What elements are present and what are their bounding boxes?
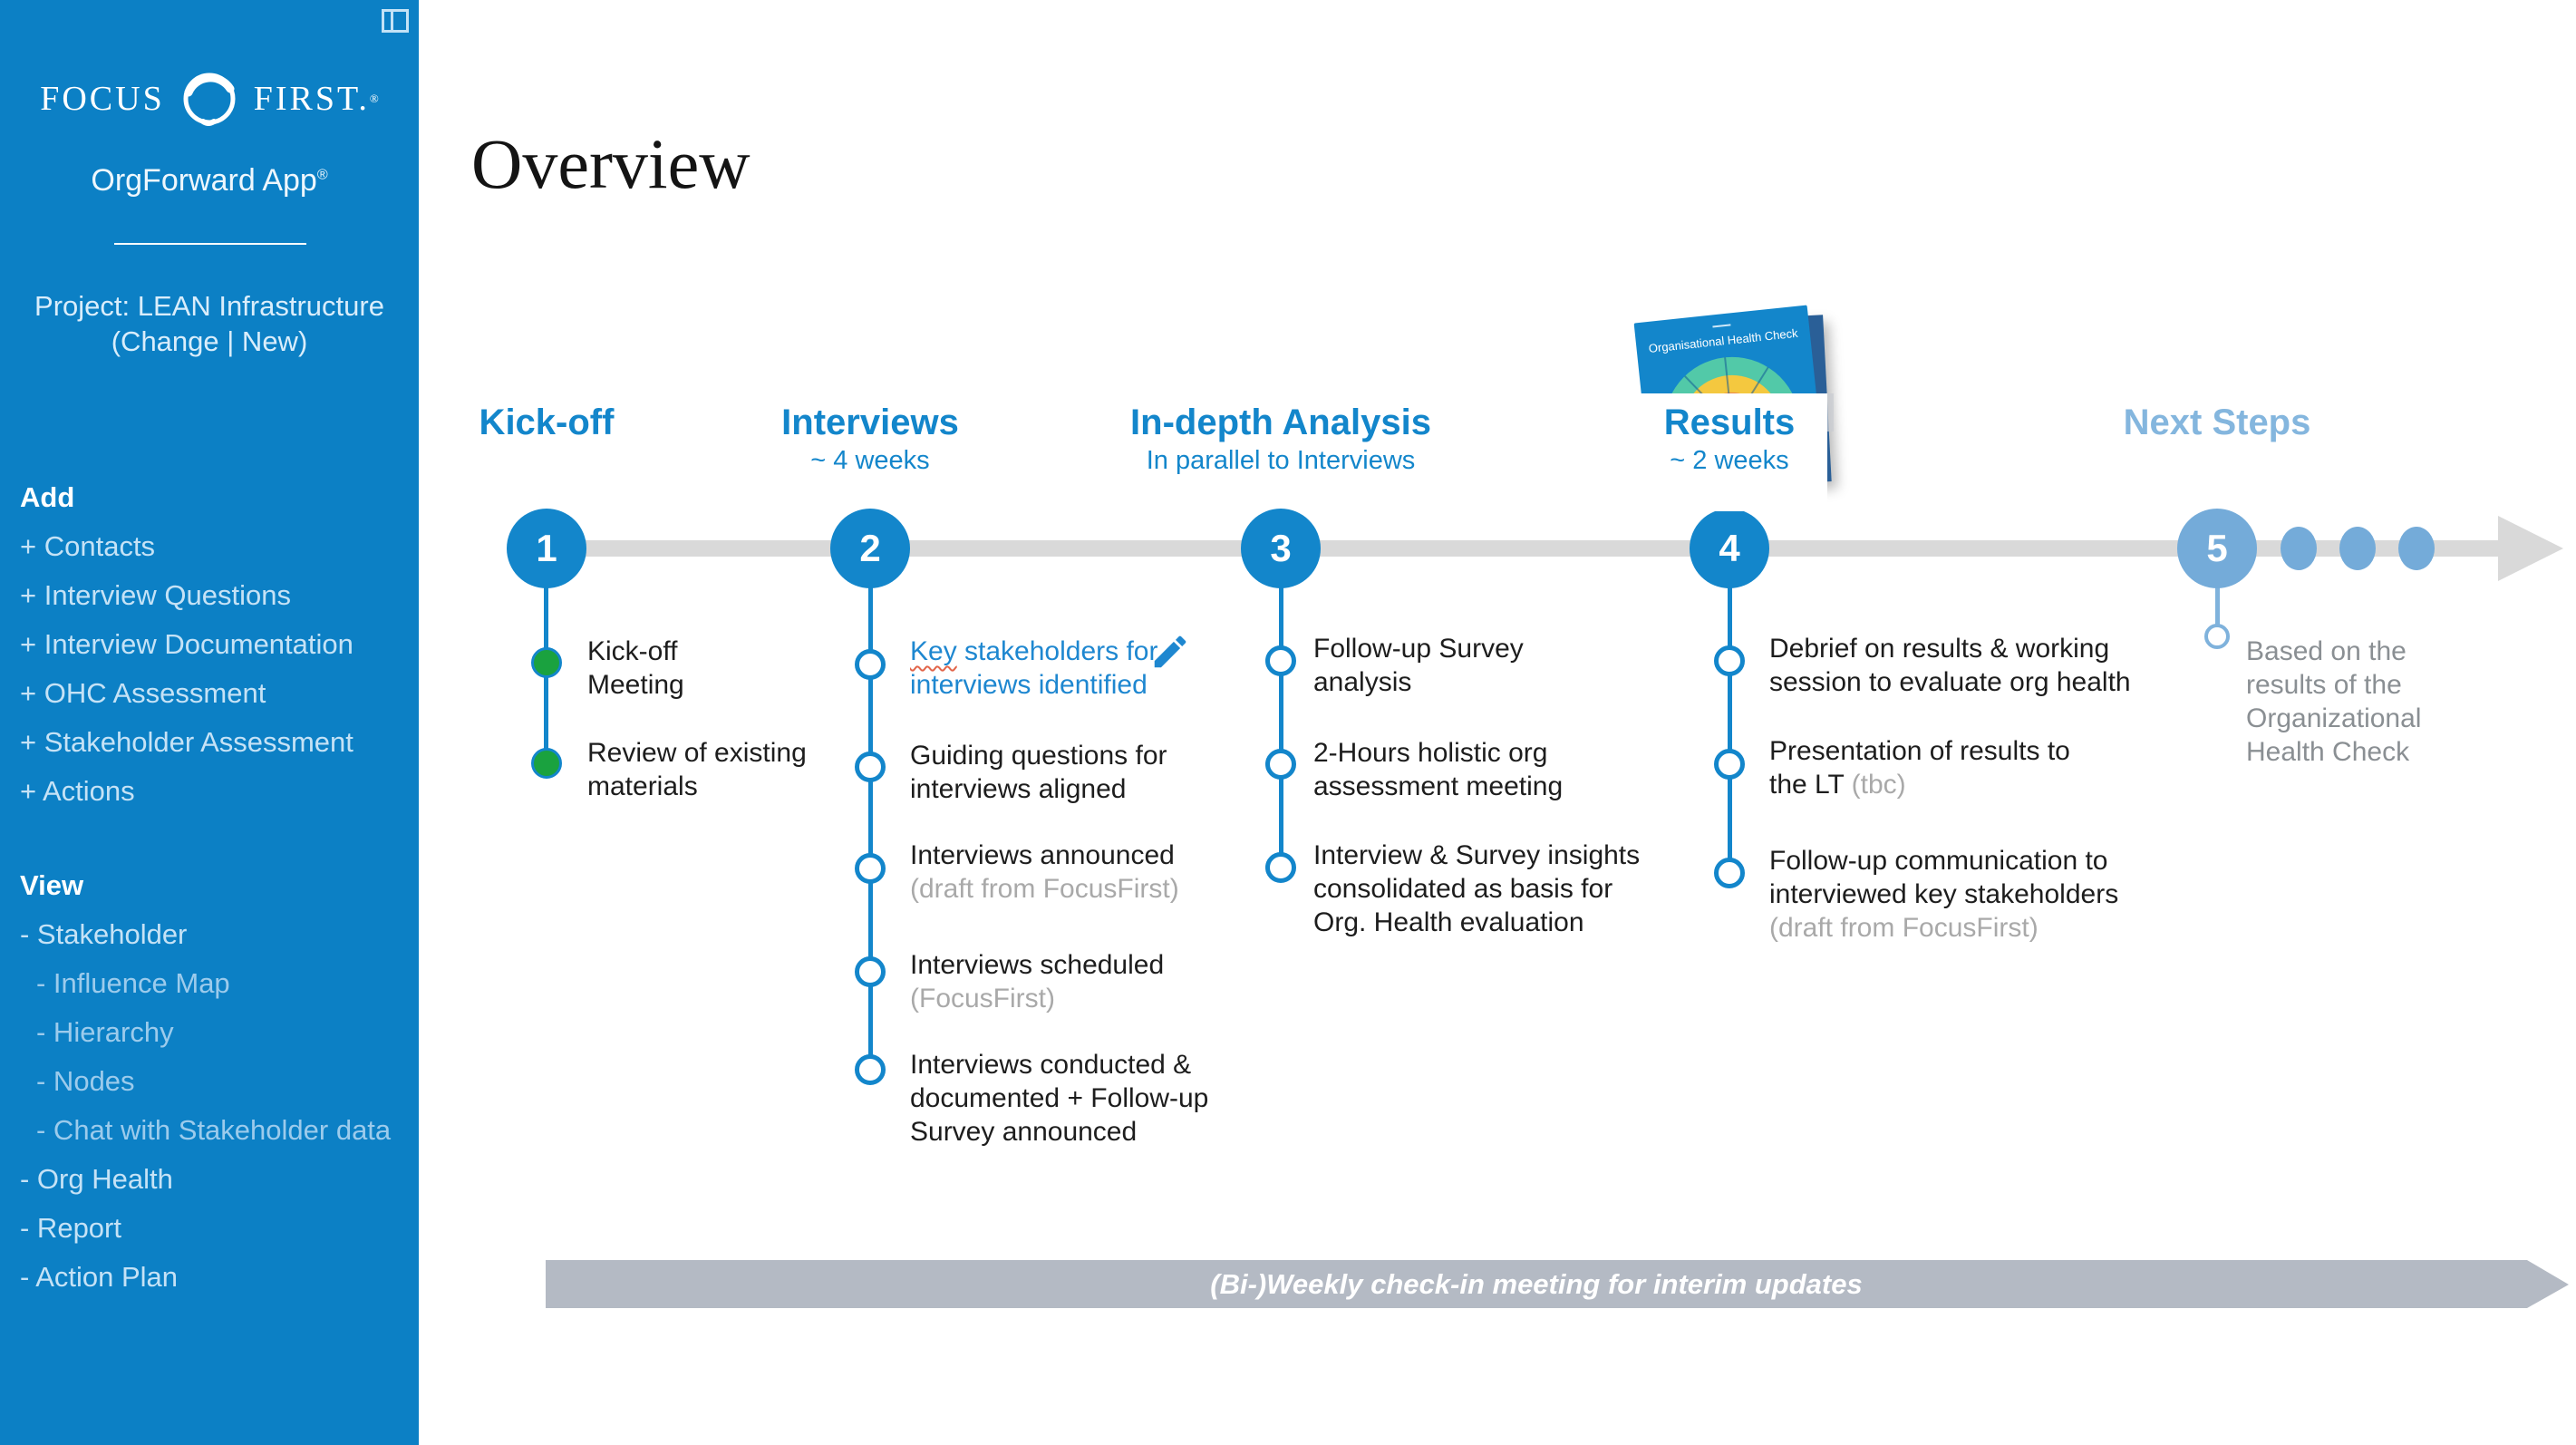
connector-line-interviews	[868, 587, 873, 1070]
sidebar-item-report[interactable]: - Report	[20, 1212, 121, 1244]
task-status-dot-open[interactable]	[1714, 858, 1745, 888]
brush-circle-icon	[183, 73, 236, 126]
timeline-node-5[interactable]: 5	[2177, 509, 2257, 588]
app-name: OrgForward App®	[91, 163, 328, 198]
task-interviews-scheduled: Interviews scheduled(FocusFirst)	[910, 950, 1165, 1013]
sidebar-item-stakeholder[interactable]: - Stakeholder	[20, 918, 188, 950]
focus-first-logo: FOCUS FIRST. ®	[0, 65, 419, 132]
sidebar-toggle-icon[interactable]	[382, 9, 409, 33]
task-based-on-ohc-results: Based on the results of the Organization…	[2246, 636, 2422, 767]
timeline-node-3[interactable]: 3	[1241, 509, 1321, 588]
pencil-icon[interactable]	[1149, 631, 1191, 673]
nav-heading-add: Add	[20, 481, 75, 513]
checkin-banner: (Bi-)Weekly check-in meeting for interim…	[546, 1260, 2527, 1308]
timeline-node-2[interactable]: 2	[830, 509, 910, 588]
task-status-dot-open[interactable]	[855, 956, 886, 987]
task-status-dot-open-light[interactable]	[2204, 624, 2230, 649]
nav-section-add: Add + Contacts + Interview Questions + I…	[20, 473, 412, 816]
task-status-dot-done[interactable]	[531, 748, 562, 779]
checkin-banner-text: (Bi-)Weekly check-in meeting for interim…	[1210, 1267, 1863, 1300]
logo-word-first: FIRST.	[253, 80, 370, 118]
ohc-card-logo-mark	[1712, 324, 1731, 328]
sidebar: FOCUS FIRST. ® OrgForward App® Project: …	[0, 0, 419, 1445]
timeline-node-1[interactable]: 1	[507, 509, 586, 588]
timeline-node-4[interactable]: 4	[1690, 509, 1769, 588]
ohc-card-shadow	[1827, 393, 1834, 432]
timeline-bar	[546, 540, 2500, 557]
task-review-materials: Review of existing materials	[587, 738, 807, 801]
task-status-dot-done[interactable]	[531, 647, 562, 678]
task-followup-communication: Follow-up communication to interviewed k…	[1769, 846, 2119, 943]
nav-section-view: View - Stakeholder - Influence Map - Hie…	[20, 861, 412, 1302]
connector-line-results	[1728, 587, 1732, 873]
timeline-future-dot	[2281, 527, 2317, 570]
connector-line-analysis	[1279, 587, 1283, 868]
sidebar-item-org-health[interactable]: - Org Health	[20, 1163, 173, 1195]
project-label[interactable]: Project: LEAN Infrastructure (Change | N…	[34, 290, 384, 357]
sidebar-item-chat-with-stakeholder-data[interactable]: - Chat with Stakeholder data	[36, 1114, 392, 1146]
logo-registered-mark: ®	[369, 92, 379, 105]
sidebar-item-actions[interactable]: + Actions	[20, 775, 135, 807]
results-title-backdrop	[1637, 393, 1827, 511]
ohc-card-title: Organisational Health Check	[1648, 325, 1799, 355]
sidebar-item-action-plan[interactable]: - Action Plan	[20, 1261, 179, 1293]
sidebar-item-influence-map[interactable]: - Influence Map	[36, 967, 230, 999]
sidebar-item-interview-questions[interactable]: + Interview Questions	[20, 579, 291, 611]
task-holistic-org-assessment: 2-Hours holistic org assessment meeting	[1313, 738, 1564, 801]
task-status-dot-open[interactable]	[855, 853, 886, 884]
task-followup-survey-analysis: Follow-up Survey analysis	[1313, 634, 1524, 697]
sidebar-item-stakeholder-assessment[interactable]: + Stakeholder Assessment	[20, 726, 353, 758]
sidebar-item-interview-documentation[interactable]: + Interview Documentation	[20, 628, 353, 660]
task-status-dot-open[interactable]	[1265, 645, 1296, 676]
task-status-dot-open[interactable]	[855, 649, 886, 680]
phase-title-results: Results	[1663, 402, 1796, 442]
task-status-dot-open[interactable]	[1265, 749, 1296, 780]
task-status-dot-open[interactable]	[855, 1054, 886, 1085]
task-insights-consolidated: Interview & Survey insights consolidated…	[1313, 840, 1641, 937]
task-interviews-announced: Interviews announced(draft from FocusFir…	[910, 840, 1179, 904]
task-key-stakeholders-link[interactable]: Key stakeholders for interviews identifi…	[910, 636, 1158, 700]
logo-word-focus: FOCUS	[40, 80, 165, 118]
phase-subtitle-in-depth-analysis: In parallel to Interviews	[1146, 446, 1416, 475]
task-guiding-questions: Guiding questions for interviews aligned	[910, 741, 1167, 804]
timeline-future-dot	[2398, 527, 2435, 570]
task-kickoff-meeting: Kick-off Meeting	[587, 636, 684, 700]
task-presentation-to-lt: Presentation of results to the LT (tbc)	[1769, 736, 2070, 800]
timeline-arrowhead-icon	[2498, 516, 2563, 581]
sidebar-divider	[114, 243, 306, 245]
checkin-banner-arrow-icon	[2527, 1260, 2569, 1308]
task-debrief-results: Debrief on results & working session to …	[1769, 634, 2131, 697]
sidebar-item-nodes[interactable]: - Nodes	[36, 1065, 135, 1097]
phase-subtitle-interviews: ~ 4 weeks	[810, 446, 930, 475]
phase-subtitle-results: ~ 2 weeks	[1670, 446, 1789, 475]
task-status-dot-open[interactable]	[855, 752, 886, 782]
sidebar-item-ohc-assessment[interactable]: + OHC Assessment	[20, 677, 266, 709]
page-title: Overview	[471, 124, 751, 203]
phase-title-interviews: Interviews	[781, 402, 959, 442]
task-status-dot-open[interactable]	[1714, 749, 1745, 780]
nav-heading-view: View	[20, 869, 84, 901]
sidebar-item-hierarchy[interactable]: - Hierarchy	[36, 1016, 174, 1048]
timeline-future-dot	[2339, 527, 2376, 570]
task-status-dot-open[interactable]	[1714, 645, 1745, 676]
connector-line-next-steps	[2215, 587, 2220, 638]
phase-title-next-steps: Next Steps	[2123, 402, 2311, 442]
sidebar-item-contacts[interactable]: + Contacts	[20, 530, 156, 562]
phase-title-in-depth-analysis: In-depth Analysis	[1130, 402, 1431, 442]
phase-title-kickoff: Kick-off	[479, 402, 615, 442]
task-interviews-conducted: Interviews conducted & documented + Foll…	[910, 1050, 1209, 1147]
task-status-dot-open[interactable]	[1265, 852, 1296, 883]
